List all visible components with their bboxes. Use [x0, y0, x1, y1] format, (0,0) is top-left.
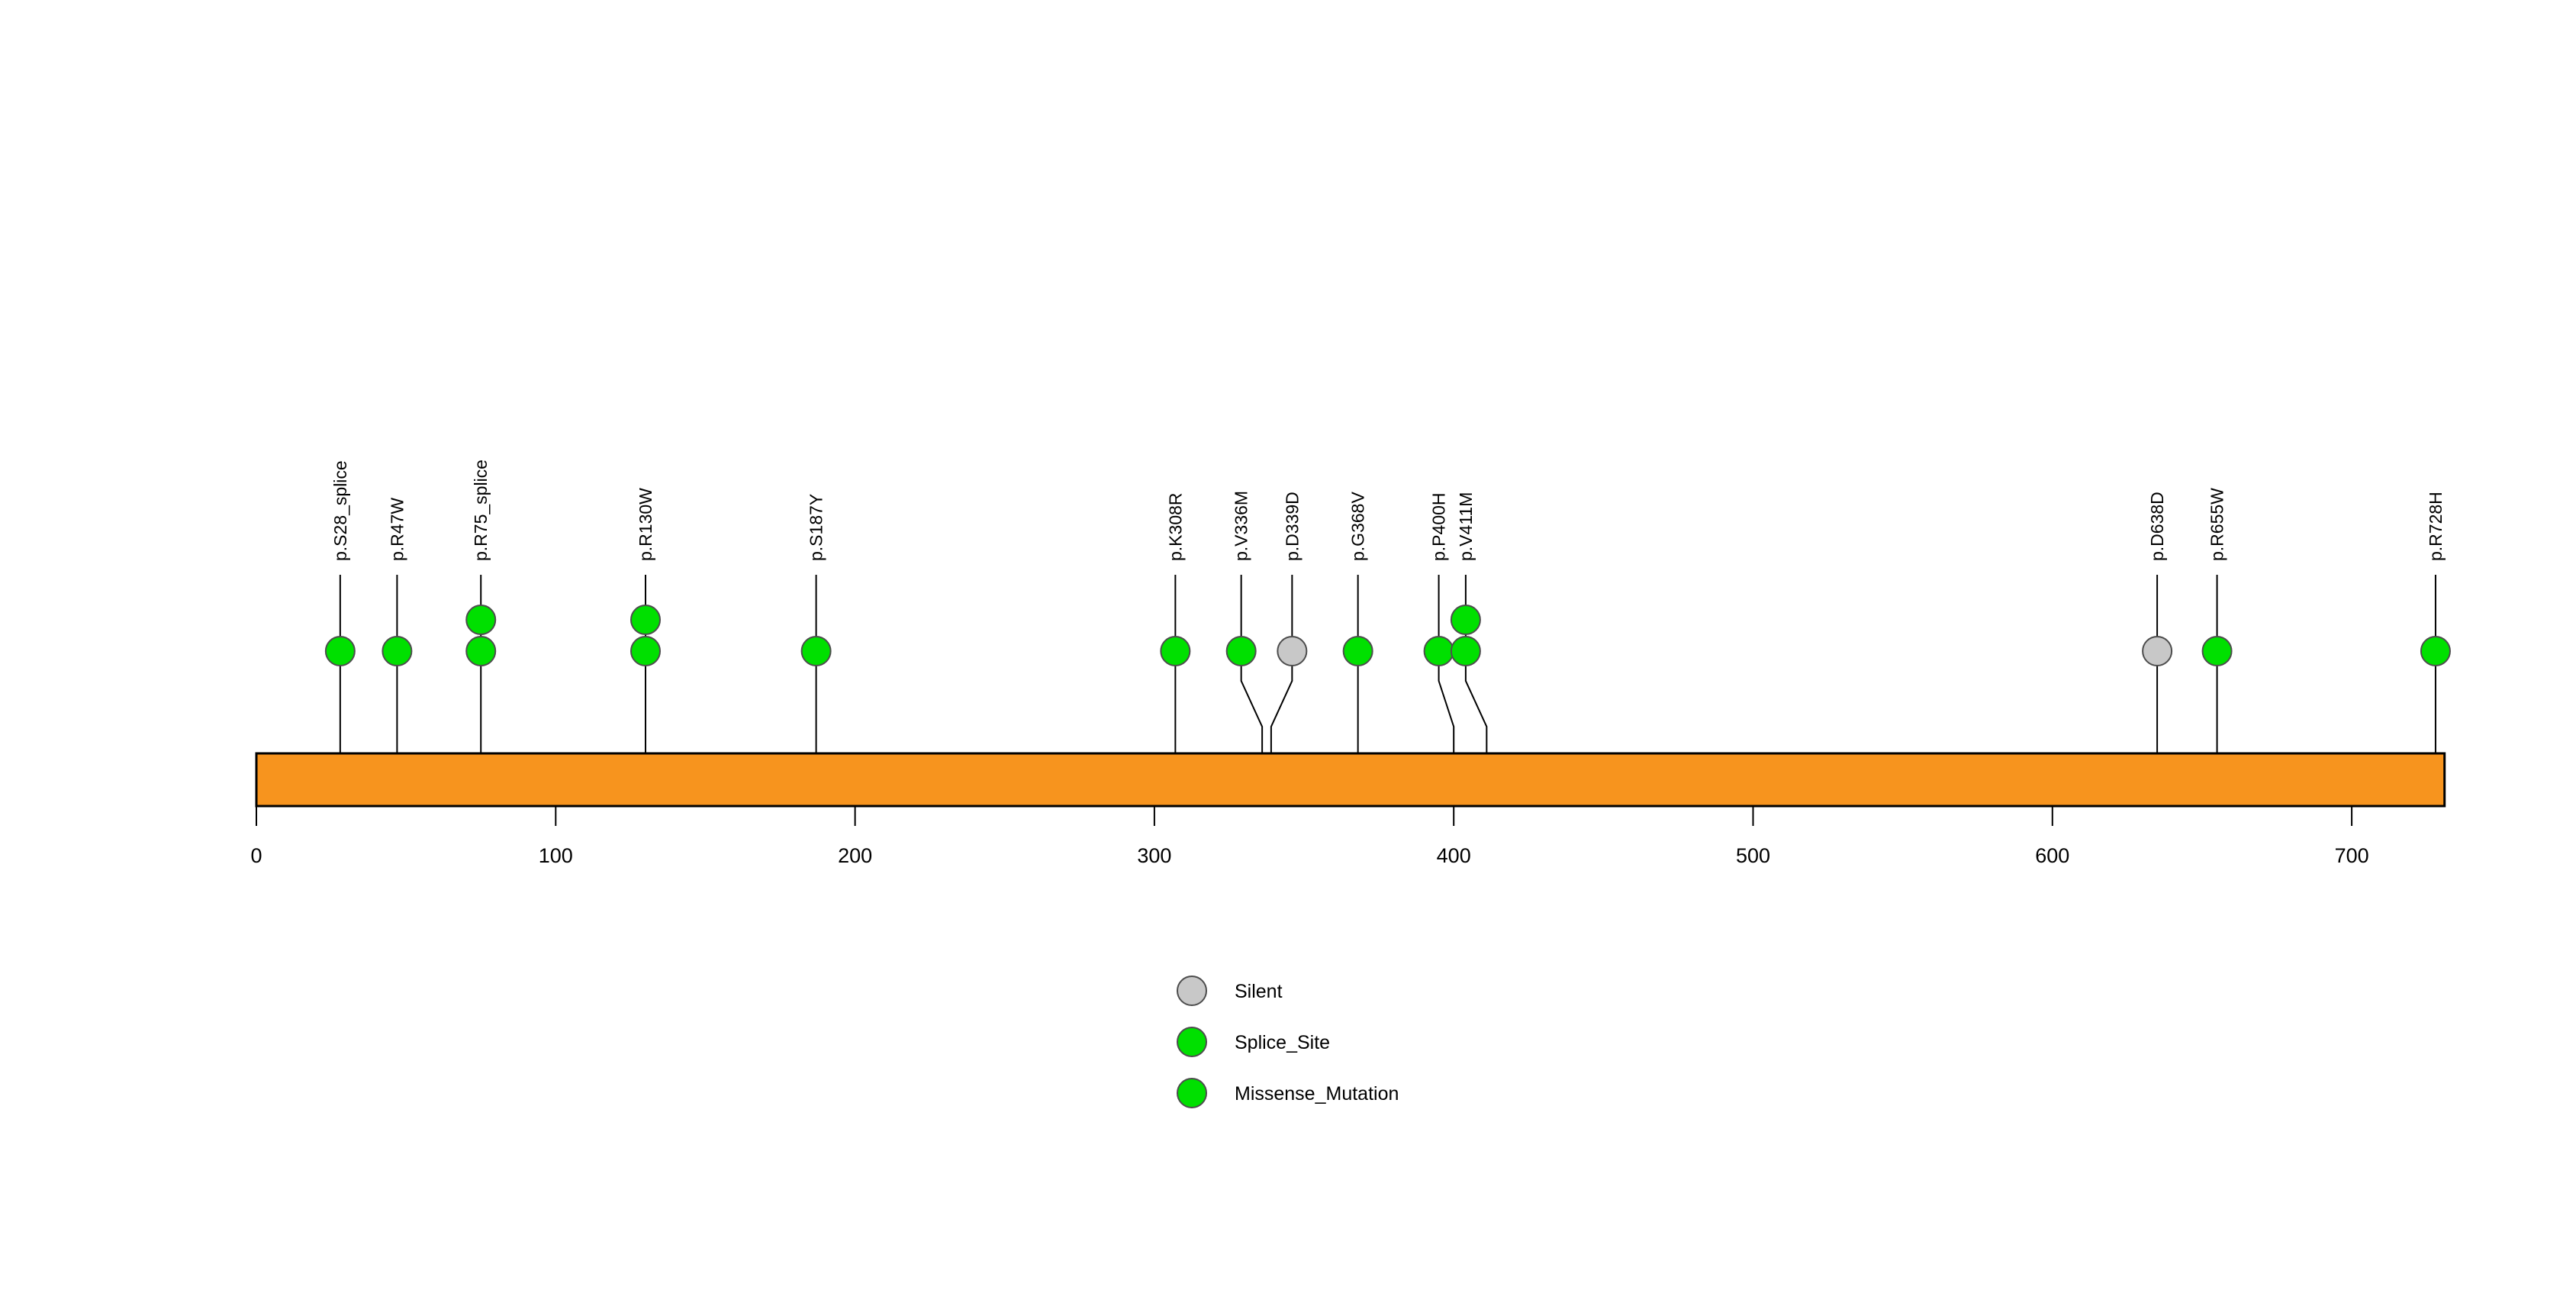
- legend-label: Splice_Site: [1235, 1032, 1330, 1053]
- mutation-label: p.S187Y: [807, 494, 826, 561]
- mutation-label: p.K308R: [1165, 492, 1185, 561]
- mutation-dot[interactable]: [382, 636, 413, 666]
- axis-tick-group: [256, 806, 2353, 826]
- mutation-label: p.G368V: [1348, 492, 1368, 561]
- legend-swatch-splice_site[interactable]: [1177, 1027, 1207, 1057]
- mutation-label: p.R655W: [2207, 488, 2227, 561]
- mutation-dot[interactable]: [2201, 636, 2233, 666]
- mutation-label: p.R728H: [2426, 492, 2446, 561]
- mutation-dot[interactable]: [630, 636, 661, 666]
- axis-tick-label: 500: [1736, 844, 1770, 867]
- mutation-label: p.V411M: [1456, 492, 1476, 561]
- axis-tick-label: 700: [2335, 844, 2369, 867]
- mutation-label: p.S28_splice: [330, 460, 350, 561]
- axis-tick-label: 0: [250, 844, 262, 867]
- mutation-dot[interactable]: [2420, 636, 2451, 666]
- mutation-dot[interactable]: [1450, 605, 1481, 635]
- legend-swatch-silent[interactable]: [1177, 976, 1207, 1006]
- legend-label: Silent: [1235, 981, 1283, 1002]
- mutation-label-group: p.S28_splice p.R47W p.R75_splice p.R130W p.S…: [330, 460, 2446, 561]
- mutation-label: p.V336M: [1232, 491, 1251, 561]
- mutation-label: p.R130W: [636, 488, 655, 561]
- axis-tick-label: 200: [838, 844, 872, 867]
- mutation-dot[interactable]: [465, 636, 497, 666]
- mutation-dot[interactable]: [1342, 636, 1373, 666]
- protein-backbone-bar: [255, 752, 2446, 808]
- mutation-dot[interactable]: [465, 605, 497, 635]
- mutation-dot[interactable]: [324, 636, 356, 666]
- mutation-dot-group: [324, 605, 2451, 666]
- axis-tick-label: 100: [539, 844, 573, 867]
- legend-swatch-missense_mutation[interactable]: [1177, 1078, 1207, 1108]
- axis-tick-label-group: 0 100 200 300 400 500 600 700: [250, 844, 2368, 867]
- legend-label: Missense_Mutation: [1235, 1083, 1399, 1105]
- mutation-dot[interactable]: [1225, 636, 1257, 666]
- axis-tick-label: 600: [2035, 844, 2069, 867]
- mutation-dot[interactable]: [800, 636, 832, 666]
- mutation-dot[interactable]: [1277, 636, 1308, 666]
- mutation-dot[interactable]: [1160, 636, 1191, 666]
- axis-tick-label: 400: [1437, 844, 1471, 867]
- mutation-label: p.P400H: [1429, 492, 1449, 561]
- mutation-dot[interactable]: [630, 605, 661, 635]
- axis-tick-label: 300: [1137, 844, 1171, 867]
- mutation-label: p.D339D: [1282, 492, 1302, 561]
- mutation-dot[interactable]: [1423, 636, 1454, 666]
- mutation-label: p.R75_splice: [471, 460, 491, 561]
- mutation-label: p.R47W: [387, 498, 407, 561]
- mutation-dot[interactable]: [1450, 636, 1481, 666]
- mutation-label: p.D638D: [2147, 492, 2167, 561]
- protein-backbone-group: [255, 752, 2446, 808]
- mutation-dot[interactable]: [2142, 636, 2173, 666]
